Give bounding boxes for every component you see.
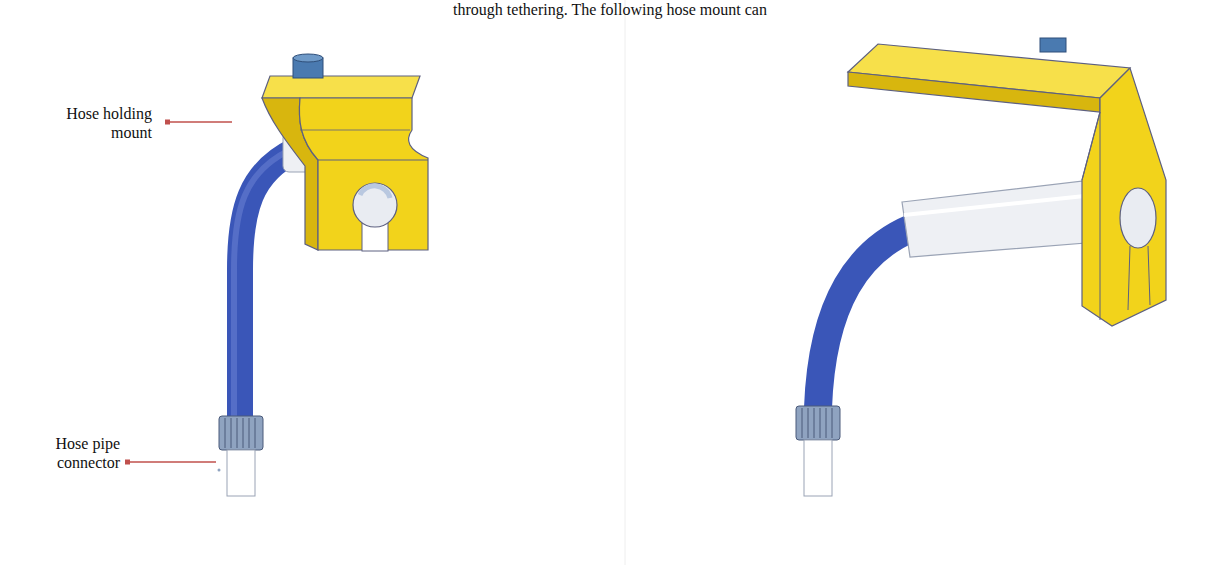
connector-tip	[804, 440, 832, 496]
knurled-ring	[796, 406, 840, 440]
body-text: through tethering. The following hose mo…	[300, 0, 920, 19]
side-view	[796, 38, 1166, 496]
connector-tip	[227, 450, 255, 496]
clamp-knob	[293, 54, 323, 78]
front-view	[218, 54, 429, 496]
knurled-ring	[219, 416, 263, 450]
mount-bracket	[262, 76, 428, 251]
panel-divider	[625, 0, 626, 565]
part-label: Hose holding mount	[40, 104, 152, 142]
mount-bracket	[848, 38, 1166, 326]
hose-sleeve	[902, 180, 1098, 257]
part-label: Hose pipe connector	[20, 434, 120, 472]
blue-hose	[818, 228, 912, 408]
leader-lines	[125, 120, 232, 465]
